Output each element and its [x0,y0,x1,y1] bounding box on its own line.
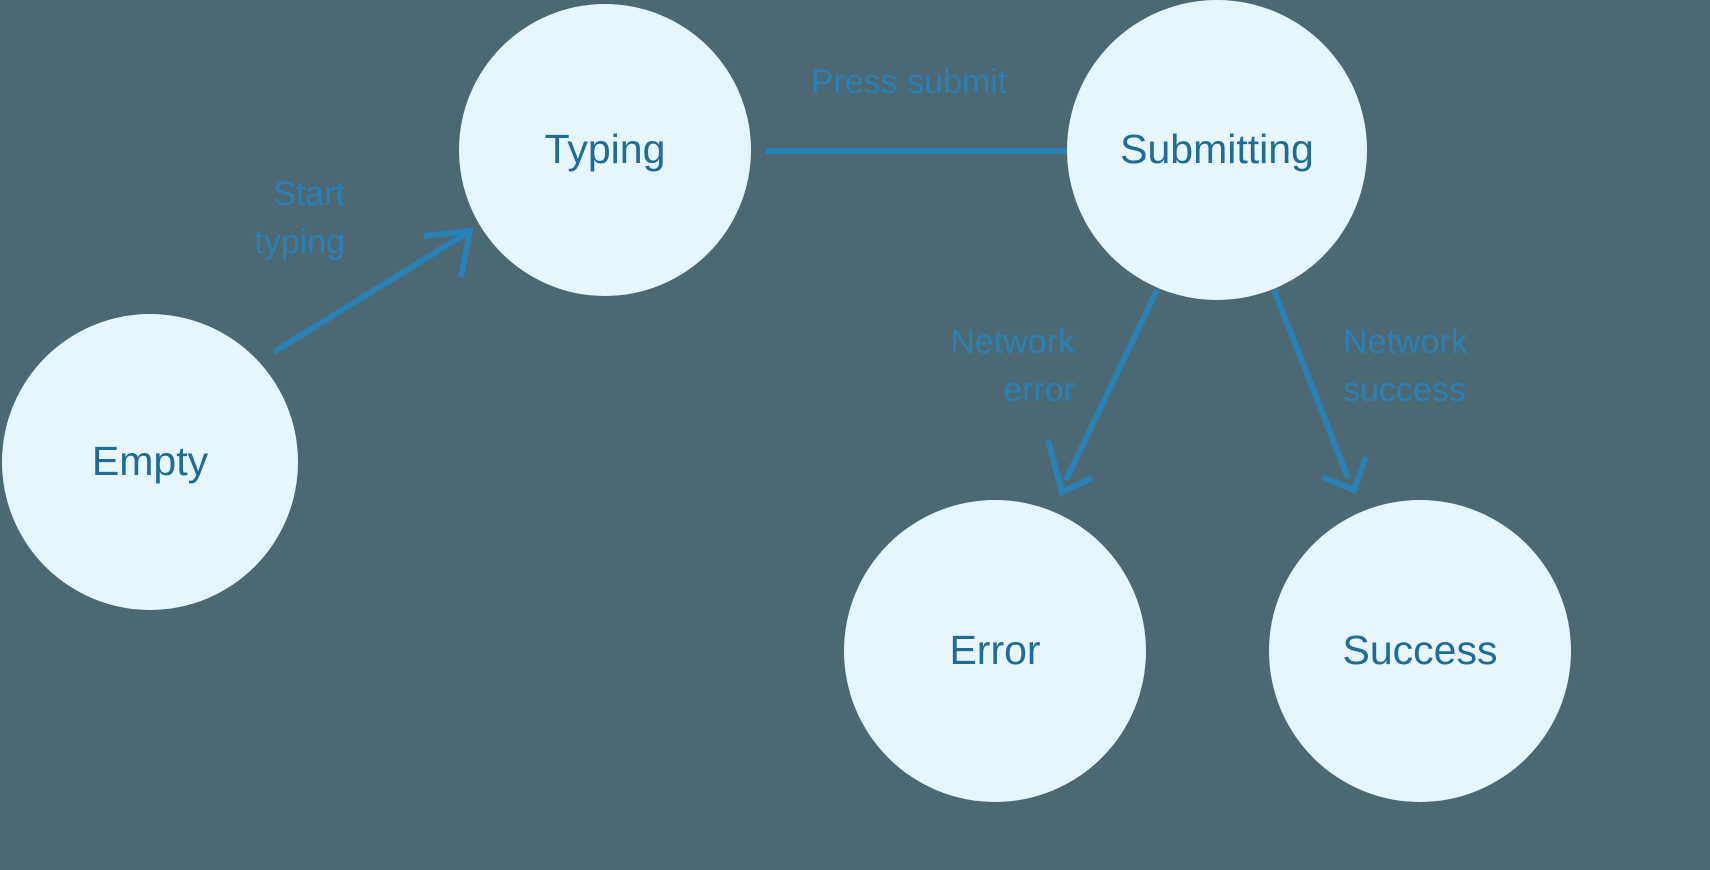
edge-label-line: Press submit [811,63,1008,101]
state-circle-success[interactable] [1269,500,1571,802]
edge-line [1271,288,1351,480]
state-circle-empty[interactable] [2,314,298,610]
state-circle-error[interactable] [844,500,1146,802]
state-label-submitting: Submitting [1120,126,1314,172]
edge-empty-to-typing [272,227,474,355]
edge-label-line: Network [1343,323,1469,361]
edge-submitting-to-error [1045,288,1160,497]
state-label-success: Success [1343,627,1498,673]
edge-label-line: Start [273,175,345,213]
edge-label-line: error [1003,371,1075,409]
state-circle-submitting[interactable] [1067,0,1367,300]
edges-layer [272,121,1369,497]
edge-label-submitting-to-success: Network success [1343,323,1469,409]
state-node-error[interactable]: Error [844,500,1146,802]
edge-label-typing-to-submitting: Press submit [811,63,1008,101]
edge-line [1063,288,1160,482]
state-node-submitting[interactable]: Submitting [1067,0,1367,300]
edge-label-submitting-to-error: Network error [950,323,1076,409]
edge-line [272,231,467,355]
arrowhead-icon [1320,455,1369,494]
state-node-success[interactable]: Success [1269,500,1571,802]
edge-submitting-to-success [1271,288,1369,494]
arrowhead-icon [1045,439,1094,497]
state-node-empty[interactable]: Empty [2,314,298,610]
edge-label-line: Network [950,323,1076,361]
edge-label-empty-to-typing: Start typing [254,175,345,261]
edge-label-line: success [1343,371,1466,409]
arrowhead-icon [423,227,474,278]
state-label-typing: Typing [545,126,666,172]
state-node-typing[interactable]: Typing [459,4,751,296]
state-circle-typing[interactable] [459,4,751,296]
state-label-error: Error [949,627,1040,673]
edge-label-line: typing [254,223,345,261]
state-label-empty: Empty [92,438,209,484]
